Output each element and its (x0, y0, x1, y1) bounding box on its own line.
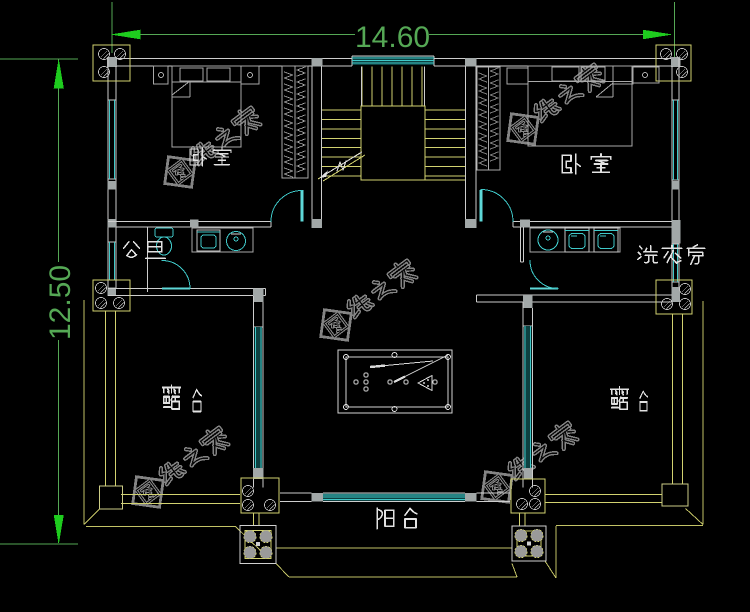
svg-text:12.50: 12.50 (44, 265, 77, 340)
svg-text:14.60: 14.60 (355, 21, 430, 54)
